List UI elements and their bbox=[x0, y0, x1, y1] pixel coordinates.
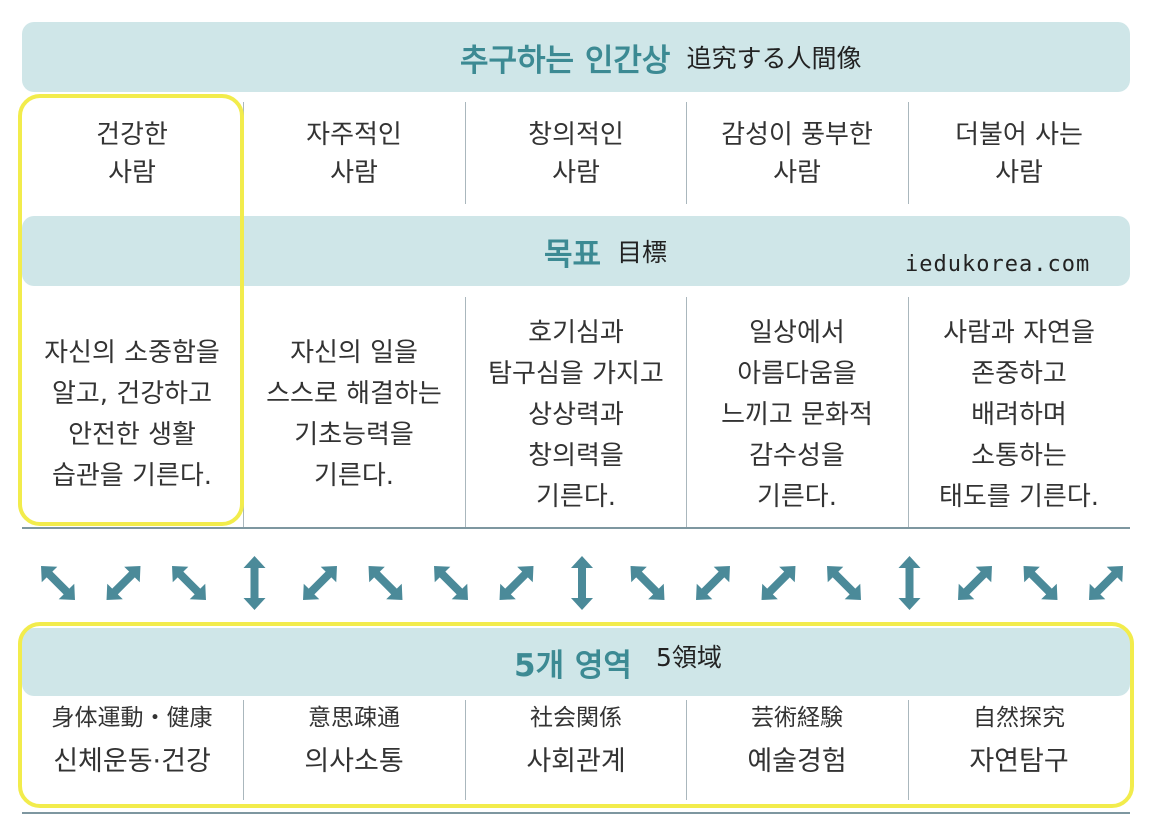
goal-cell: 자신의 소중함을 알고, 건강하고 안전한 생활 습관을 기른다. bbox=[44, 338, 220, 491]
ideal-person-cell: 더불어 사는 사람 bbox=[955, 120, 1083, 188]
column-divider bbox=[908, 102, 909, 204]
ideal-person-title-ko: 추구하는 인간상 bbox=[460, 42, 671, 79]
diag-up-right-arrow bbox=[761, 566, 796, 600]
goals-band: 목표 目標 bbox=[22, 216, 1130, 286]
goals-band-title: 목표 目標 bbox=[544, 216, 667, 286]
watermark-text: iedukorea.com bbox=[905, 252, 1091, 277]
area-name-ko: 신체운동·건강 bbox=[53, 745, 211, 777]
goals-title-ja: 目標 bbox=[617, 238, 668, 267]
section-divider bbox=[22, 527, 1130, 529]
areas-band-title: 5개 영역 5領域 bbox=[514, 628, 722, 696]
diag-up-right-arrow bbox=[106, 566, 141, 600]
area-name-ko: 예술경험 bbox=[747, 745, 847, 777]
diag-down-right-arrow bbox=[172, 566, 206, 600]
vertical-double-arrow bbox=[571, 556, 593, 610]
vertical-double-arrow bbox=[898, 556, 921, 610]
goal-cell: 호기심과 탐구심을 가지고 상상력과 창의력을 기른다. bbox=[488, 317, 664, 512]
diag-up-right-arrow bbox=[958, 566, 992, 600]
area-name-ja: 意思疎通 bbox=[308, 705, 400, 731]
area-name-ja: 自然探究 bbox=[973, 705, 1065, 731]
column-divider bbox=[686, 297, 687, 527]
ideal-person-cell: 창의적인 사람 bbox=[528, 120, 624, 188]
column-divider bbox=[465, 297, 466, 527]
diag-up-right-arrow bbox=[499, 566, 534, 600]
area-name-ja: 社会関係 bbox=[530, 705, 622, 731]
areas-title-ko: 5개 영역 bbox=[514, 647, 632, 684]
diag-up-right-arrow bbox=[1089, 566, 1123, 600]
column-divider bbox=[465, 700, 466, 800]
diag-up-right-arrow bbox=[303, 566, 337, 600]
area-name-ja: 身体運動・健康 bbox=[51, 705, 213, 731]
ideal-person-title-ja: 追究する人間像 bbox=[686, 44, 862, 73]
diag-down-right-arrow bbox=[827, 566, 861, 600]
area-name-ko: 자연탐구 bbox=[969, 745, 1069, 777]
goals-title-ko: 목표 bbox=[544, 236, 602, 273]
ideal-person-cell: 건강한 사람 bbox=[96, 120, 168, 188]
goal-cell: 일상에서 아름다움을 느끼고 문화적 감수성을 기른다. bbox=[721, 317, 873, 512]
area-name-ko: 사회관계 bbox=[526, 745, 626, 777]
goal-cell: 사람과 자연을 존중하고 배려하며 소통하는 태도를 기른다. bbox=[938, 317, 1100, 512]
bottom-divider bbox=[22, 812, 1130, 814]
ideal-person-cell: 감성이 풍부한 사람 bbox=[721, 120, 873, 188]
column-divider bbox=[686, 700, 687, 800]
diag-down-right-arrow bbox=[368, 566, 403, 600]
diag-down-right-arrow bbox=[41, 566, 75, 600]
vertical-double-arrow bbox=[243, 556, 266, 610]
ideal-person-band-title: 추구하는 인간상 追究する人間像 bbox=[460, 22, 861, 92]
column-divider bbox=[686, 102, 687, 204]
column-divider bbox=[465, 102, 466, 204]
column-divider bbox=[908, 297, 909, 527]
column-divider bbox=[908, 700, 909, 800]
ideal-person-band: 추구하는 인간상 追究する人間像 bbox=[22, 22, 1130, 92]
ideal-person-cell: 자주적인 사람 bbox=[306, 120, 402, 188]
health-column-highlight bbox=[18, 94, 244, 526]
area-name-ko: 의사소통 bbox=[304, 745, 404, 777]
diag-down-right-arrow bbox=[1023, 566, 1058, 600]
areas-section-highlight bbox=[18, 622, 1134, 808]
column-divider bbox=[243, 700, 244, 800]
connector-arrows bbox=[41, 556, 1123, 610]
diag-down-right-arrow bbox=[630, 566, 665, 600]
area-name-ja: 芸術経験 bbox=[751, 705, 843, 731]
diag-down-right-arrow bbox=[434, 566, 468, 600]
areas-title-ja: 5領域 bbox=[655, 643, 722, 672]
diag-up-right-arrow bbox=[696, 566, 730, 600]
areas-band: 5개 영역 5領域 bbox=[22, 628, 1130, 696]
goal-cell: 자신의 일을 스스로 해결하는 기초능력을 기른다. bbox=[266, 338, 442, 491]
